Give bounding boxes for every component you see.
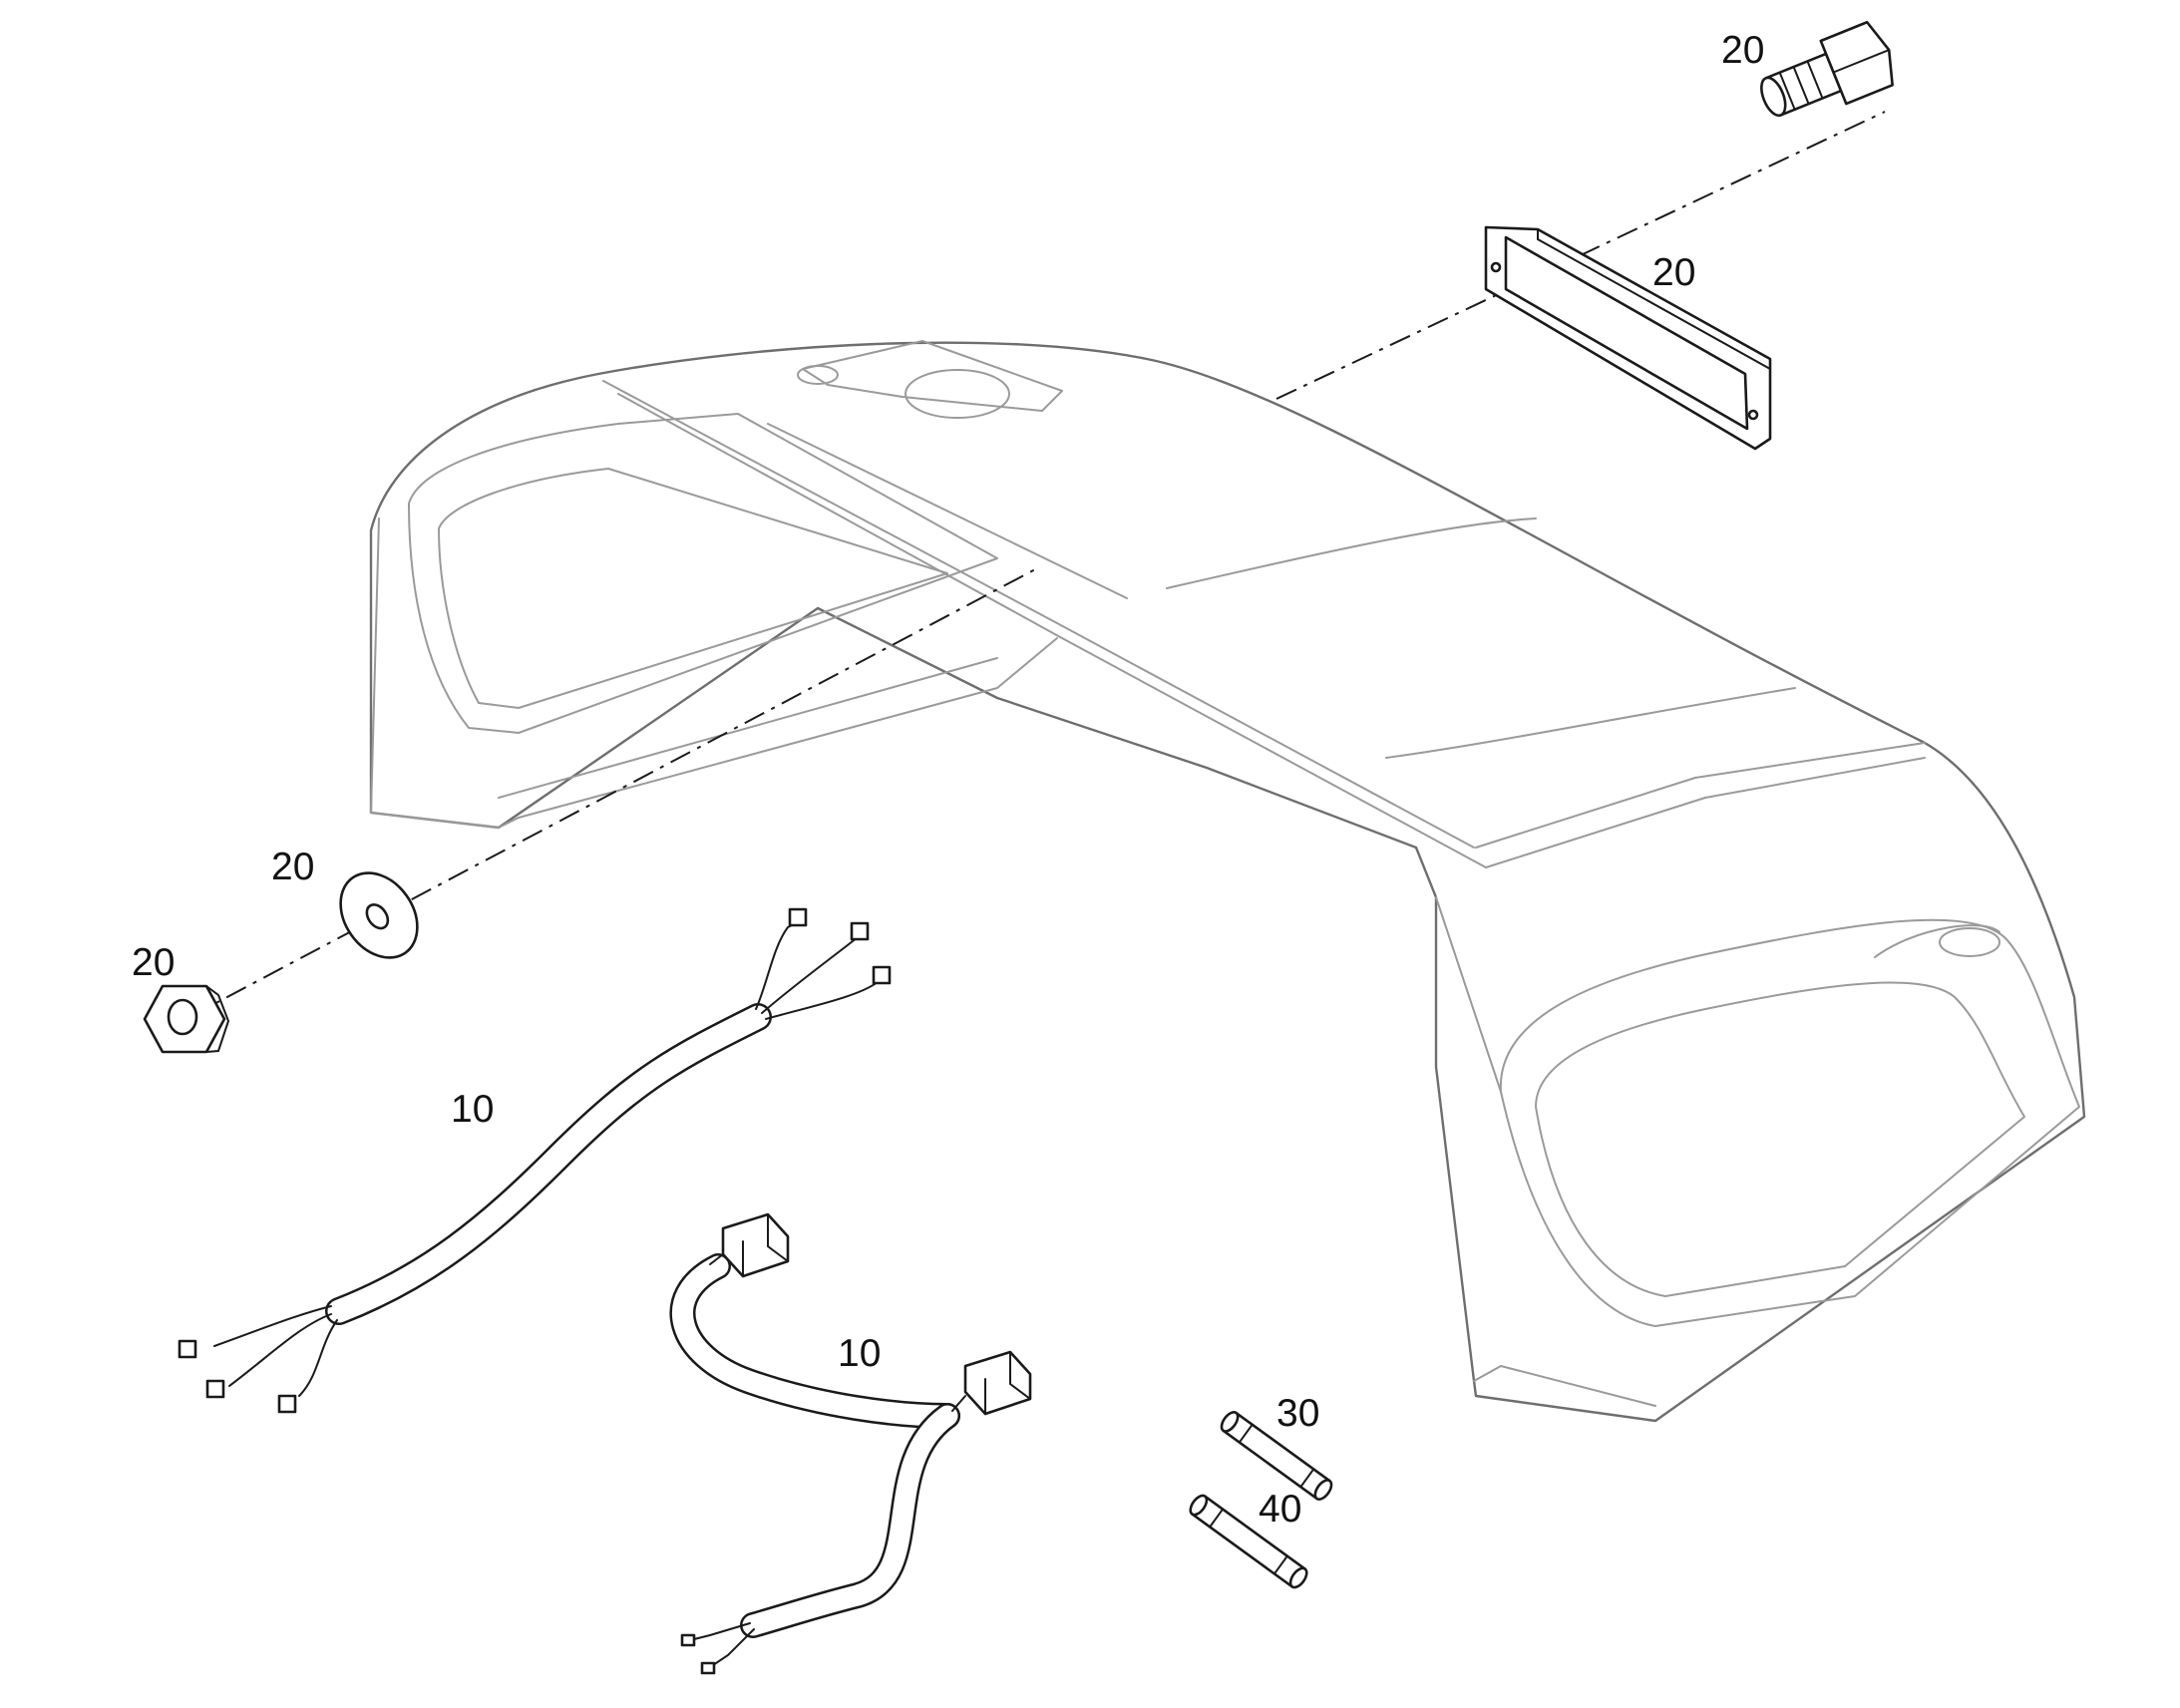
callout-washer: 20 (271, 846, 314, 888)
fuse-40-part (1189, 1494, 1308, 1589)
roof-hood (369, 340, 2086, 1423)
wiring-harness-lower (669, 1212, 1032, 1675)
nut-part (143, 984, 230, 1054)
callout-fuse-30: 30 (1276, 1392, 1319, 1435)
callout-harness-upper: 10 (451, 1088, 494, 1131)
callout-nut: 20 (132, 941, 175, 984)
axis-line-bottom (188, 567, 1038, 1018)
bolt-part (1760, 20, 1894, 118)
callout-harness-lower: 10 (838, 1332, 881, 1375)
callout-fuse-40: 40 (1259, 1488, 1301, 1531)
wiring-harness-upper (178, 907, 892, 1414)
callout-lamp-frame: 20 (1652, 251, 1695, 294)
fuse-30-part (1220, 1411, 1333, 1501)
callout-bolt: 20 (1721, 29, 1764, 72)
lamp-frame-part (1484, 225, 1772, 451)
washer-part (339, 871, 419, 959)
